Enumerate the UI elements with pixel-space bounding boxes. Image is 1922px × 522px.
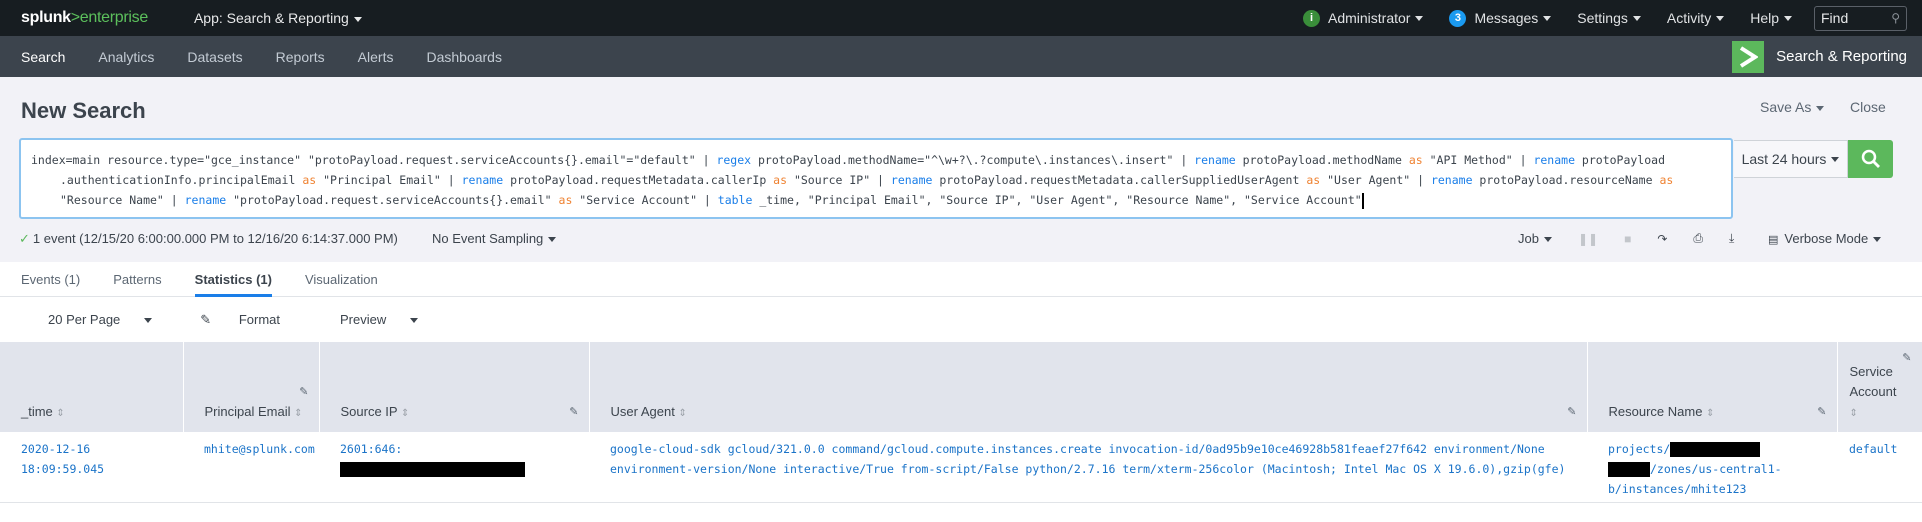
column-header-service-account[interactable]: Service Account⇕✎ xyxy=(1837,342,1922,432)
nav-analytics[interactable]: Analytics xyxy=(98,48,155,65)
chevron-down-icon xyxy=(1632,15,1641,21)
column-header-principal-email[interactable]: Principal Email ⇕✎ xyxy=(183,342,320,432)
nav-reports[interactable]: Reports xyxy=(275,48,325,65)
results-panel: Events (1) Patterns Statistics (1) Visua… xyxy=(0,262,1922,522)
help-menu[interactable]: Help xyxy=(1750,10,1792,26)
edit-column-icon[interactable]: ✎ xyxy=(299,386,309,398)
cell-source-ip[interactable]: 2601:646: xyxy=(319,432,589,503)
preview-menu[interactable]: Preview xyxy=(316,312,419,328)
time-range-picker[interactable]: Last 24 hours xyxy=(1734,140,1848,178)
redaction-block xyxy=(1608,462,1650,477)
print-icon[interactable]: ⎙ xyxy=(1693,231,1703,245)
sort-icon[interactable]: ⇕ xyxy=(678,408,687,419)
info-icon: i xyxy=(1302,9,1320,27)
chevron-down-icon xyxy=(1716,15,1725,21)
chevron-down-icon xyxy=(1543,237,1552,243)
tab-events[interactable]: Events (1) xyxy=(21,272,81,287)
mode-icon: ▤ xyxy=(1768,234,1779,246)
cell-user-agent[interactable]: google-cloud-sdk gcloud/321.0.0 command/… xyxy=(589,432,1587,503)
search-icon: ⚲ xyxy=(1891,11,1900,25)
edit-column-icon[interactable]: ✎ xyxy=(1567,406,1577,418)
settings-menu[interactable]: Settings xyxy=(1577,10,1641,26)
column-header-user-agent[interactable]: User Agent ⇕✎ xyxy=(589,342,1588,432)
results-toolbar: 20 Per Page ✎ Format Preview xyxy=(0,312,419,328)
save-as-menu[interactable]: Save As xyxy=(1760,99,1825,115)
chevron-down-icon xyxy=(353,16,362,22)
share-icon[interactable]: ↷ xyxy=(1657,231,1668,246)
search-query-input[interactable]: index=main resource.type="gce_instance" … xyxy=(19,138,1733,219)
run-search-button[interactable] xyxy=(1848,140,1893,178)
nav-alerts[interactable]: Alerts xyxy=(357,48,394,65)
pencil-icon: ✎ xyxy=(200,312,212,327)
statistics-table: _time ⇕ Principal Email ⇕✎ Source IP ⇕✎ … xyxy=(0,342,1922,503)
edit-column-icon[interactable]: ✎ xyxy=(569,406,579,418)
per-page-menu[interactable]: 20 Per Page xyxy=(24,312,153,328)
cell-service-account[interactable]: default xyxy=(1837,432,1922,503)
find-input[interactable]: Find⚲ xyxy=(1814,5,1907,31)
search-icon xyxy=(1861,149,1880,168)
sort-icon[interactable]: ⇕ xyxy=(56,408,65,419)
results-tabs: Events (1) Patterns Statistics (1) Visua… xyxy=(0,262,1922,297)
app-nav-bar: Search Analytics Datasets Reports Alerts… xyxy=(0,36,1922,77)
nav-datasets[interactable]: Datasets xyxy=(187,48,243,65)
cell-principal-email[interactable]: mhite@splunk.com xyxy=(183,432,319,503)
chevron-down-icon xyxy=(1873,237,1882,243)
app-title[interactable]: Search & Reporting xyxy=(1732,36,1907,77)
event-summary: ✓1 event (12/15/20 6:00:00.000 PM to 12/… xyxy=(19,231,398,246)
job-controls: Job ❚❚ ■ ↷ ⎙ ⤓ xyxy=(1518,231,1734,246)
chevron-down-icon xyxy=(1415,15,1424,21)
column-header-source-ip[interactable]: Source IP ⇕✎ xyxy=(319,342,590,432)
chevron-down-icon xyxy=(1831,156,1840,162)
app-menu[interactable]: App: Search & Reporting xyxy=(194,10,362,26)
sort-icon[interactable]: ⇕ xyxy=(1849,408,1858,419)
chevron-down-icon xyxy=(1543,15,1552,21)
job-menu[interactable]: Job xyxy=(1518,231,1552,246)
page-title: New Search xyxy=(21,98,146,123)
chevron-down-icon xyxy=(410,318,419,324)
chevron-down-icon xyxy=(144,318,153,324)
tab-patterns[interactable]: Patterns xyxy=(113,272,162,287)
app-chevron-icon xyxy=(1732,40,1765,73)
pause-icon[interactable]: ❚❚ xyxy=(1577,231,1599,246)
format-button[interactable]: ✎ Format xyxy=(200,312,280,327)
redaction-block xyxy=(340,462,525,477)
edit-column-icon[interactable]: ✎ xyxy=(1902,352,1912,364)
tab-statistics[interactable]: Statistics (1) xyxy=(194,262,272,297)
splunk-logo[interactable]: splunk>enterprise xyxy=(21,9,148,26)
sort-icon[interactable]: ⇕ xyxy=(400,408,410,419)
cell-resource-name[interactable]: projects//zones/us-central1-b/instances/… xyxy=(1587,432,1837,503)
column-header-time[interactable]: _time ⇕ xyxy=(0,342,184,432)
column-header-resource-name[interactable]: Resource Name ⇕✎ xyxy=(1587,342,1838,432)
nav-search[interactable]: Search xyxy=(21,48,66,65)
check-icon: ✓ xyxy=(19,231,30,246)
export-icon[interactable]: ⤓ xyxy=(1729,231,1735,245)
search-mode-menu[interactable]: ▤Verbose Mode xyxy=(1768,231,1882,246)
top-bar: splunk>enterprise App: Search & Reportin… xyxy=(0,0,1922,36)
chevron-down-icon xyxy=(1816,105,1825,111)
redaction-block xyxy=(1670,442,1761,457)
activity-menu[interactable]: Activity xyxy=(1667,10,1725,26)
sort-icon[interactable]: ⇕ xyxy=(1706,408,1715,419)
event-sampling-menu[interactable]: No Event Sampling xyxy=(432,231,557,246)
text-cursor xyxy=(1361,192,1364,209)
nav-dashboards[interactable]: Dashboards xyxy=(426,48,502,65)
tab-visualization[interactable]: Visualization xyxy=(304,272,378,287)
edit-column-icon[interactable]: ✎ xyxy=(1817,406,1827,418)
chevron-down-icon xyxy=(1784,15,1792,21)
sort-icon[interactable]: ⇕ xyxy=(294,408,303,419)
messages-count-badge: 3 xyxy=(1449,9,1467,27)
close-button[interactable]: Close xyxy=(1850,99,1886,115)
stop-icon[interactable]: ■ xyxy=(1624,231,1632,246)
chevron-down-icon xyxy=(548,237,557,243)
